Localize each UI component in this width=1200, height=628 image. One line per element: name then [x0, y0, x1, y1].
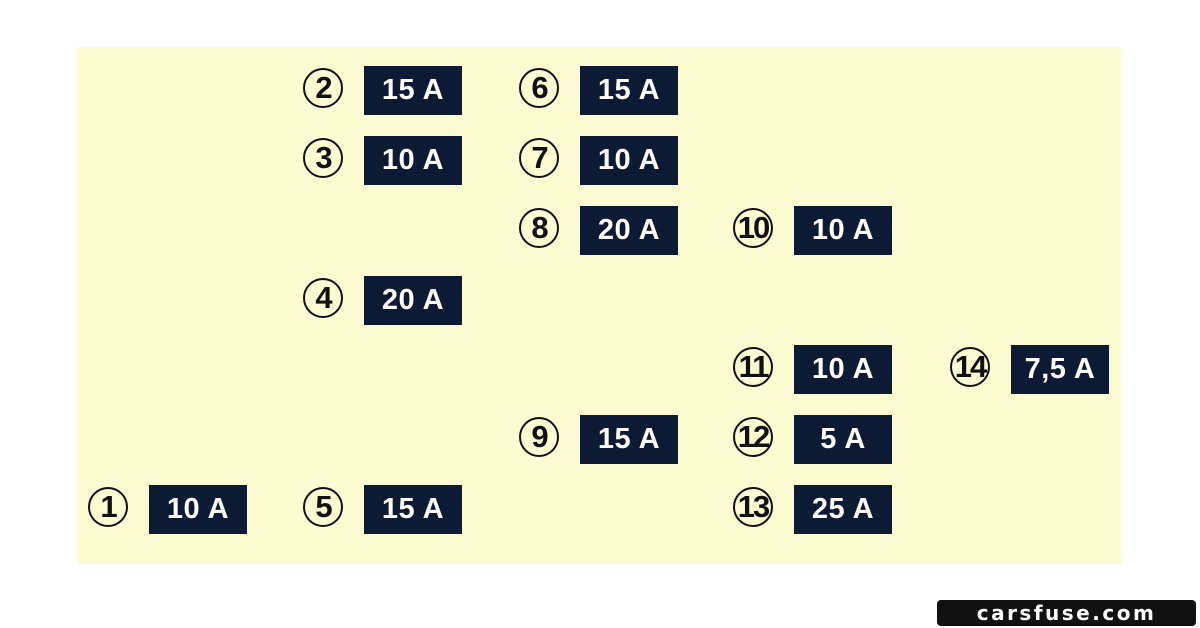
fuse-number-badge: 2: [303, 68, 343, 108]
fuse-number-badge: 5: [303, 487, 343, 527]
watermark-logo: carsfuse.com: [937, 600, 1196, 626]
fuse-rating-label: 20 A: [580, 206, 678, 255]
fuse-rating-label: 7,5 A: [1011, 345, 1109, 394]
fuse-number-badge: 13: [733, 487, 773, 527]
fuse-rating-label: 10 A: [149, 485, 247, 534]
fuse-number-badge: 3: [303, 138, 343, 178]
fuse-rating-label: 10 A: [794, 206, 892, 255]
fuse-number-badge: 10: [733, 208, 773, 248]
fuse-number-badge: 8: [519, 208, 559, 248]
fuse-rating-label: 10 A: [364, 136, 462, 185]
fuse-number-badge: 11: [733, 347, 773, 387]
fuse-number-badge: 4: [303, 278, 343, 318]
fuse-number-badge: 14: [950, 347, 990, 387]
fuse-panel: [78, 47, 1121, 564]
fuse-number-badge: 7: [519, 138, 559, 178]
fuse-rating-label: 25 A: [794, 485, 892, 534]
fuse-rating-label: 15 A: [580, 66, 678, 115]
fuse-rating-label: 20 A: [364, 276, 462, 325]
fuse-number-badge: 12: [733, 417, 773, 457]
fuse-number-badge: 1: [88, 487, 128, 527]
fuse-number-badge: 9: [519, 417, 559, 457]
fuse-rating-label: 15 A: [364, 66, 462, 115]
fuse-rating-label: 15 A: [364, 485, 462, 534]
fuse-rating-label: 10 A: [580, 136, 678, 185]
fuse-rating-label: 15 A: [580, 415, 678, 464]
fuse-number-badge: 6: [519, 68, 559, 108]
fuse-rating-label: 5 A: [794, 415, 892, 464]
fuse-rating-label: 10 A: [794, 345, 892, 394]
